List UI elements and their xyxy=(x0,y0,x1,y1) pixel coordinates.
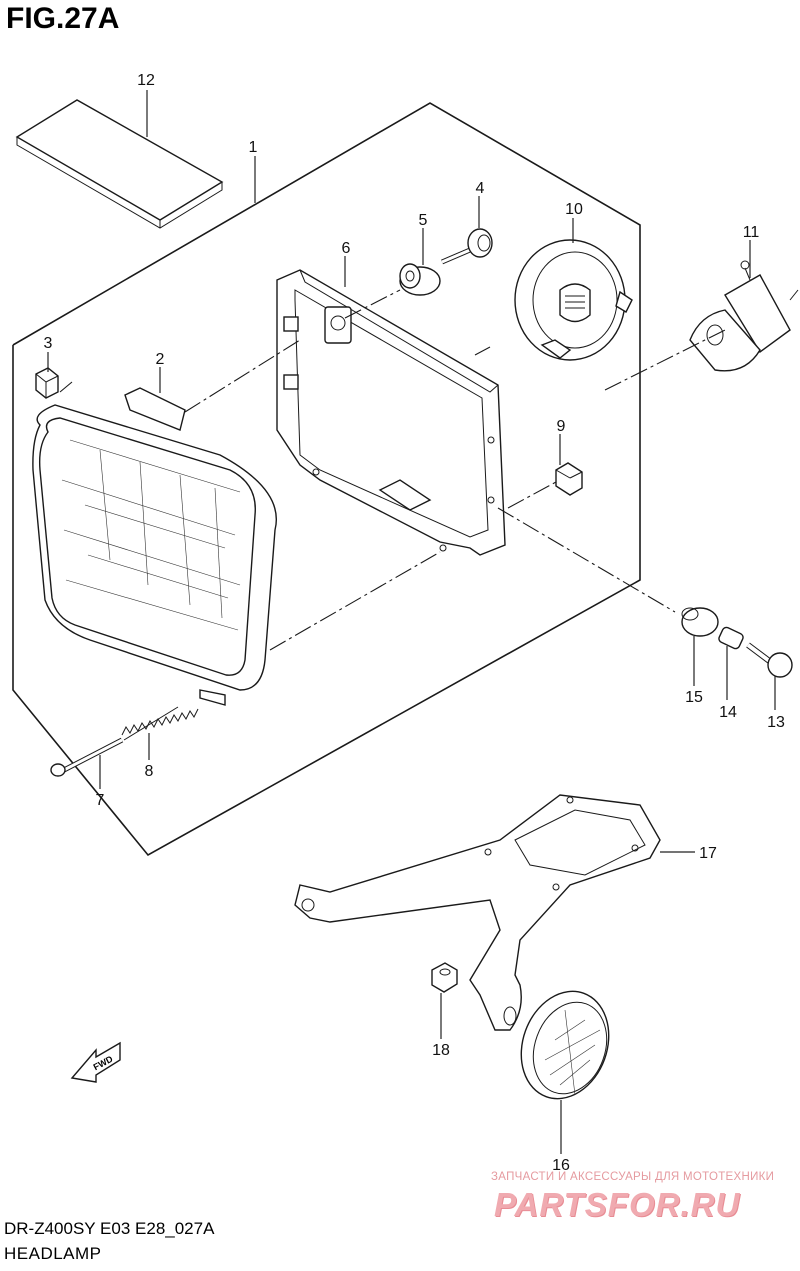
callout-5: 5 xyxy=(419,212,428,229)
part-8-spring xyxy=(121,706,199,741)
callout-9: 9 xyxy=(557,418,566,435)
assembly-centerlines xyxy=(59,289,726,651)
callout-13: 13 xyxy=(767,714,785,731)
watermark-logo: PARTSFOR.RU xyxy=(494,1186,741,1223)
part-14-collar xyxy=(718,626,744,650)
callout-1: 1 xyxy=(249,139,258,156)
model-code: DR-Z400SY E03 E28_027A xyxy=(4,1219,215,1238)
leader-lines xyxy=(47,90,776,1154)
part-4-screw xyxy=(441,228,493,265)
part-16-reflector xyxy=(520,990,610,1100)
callout-17: 17 xyxy=(699,845,717,862)
part-3-clip-nut xyxy=(35,367,59,399)
assembly-box-outline xyxy=(12,102,641,857)
callout-3: 3 xyxy=(44,335,53,352)
part-7-adjusting-screw xyxy=(50,737,124,777)
part-12-label-plate xyxy=(15,99,224,229)
callout-6: 6 xyxy=(342,240,351,257)
callout-7: 7 xyxy=(96,792,105,809)
part-18-nut xyxy=(431,962,458,993)
figure-caption: HEADLAMP xyxy=(4,1244,102,1263)
part-17-bracket xyxy=(294,794,661,1031)
figure-title: FIG.27A xyxy=(6,2,120,35)
callout-18: 18 xyxy=(432,1042,450,1059)
part-11-bulb xyxy=(689,260,799,372)
callout-8: 8 xyxy=(145,763,154,780)
callout-15: 15 xyxy=(685,689,703,706)
watermark-tagline: ЗАПЧАСТИ И АКСЕССУАРЫ ДЛЯ МОТОТЕХНИКИ xyxy=(491,1171,775,1183)
callout-14: 14 xyxy=(719,704,737,721)
callout-10: 10 xyxy=(565,201,583,218)
fwd-arrow-icon: FWD xyxy=(70,1041,121,1083)
callout-labels: 12 1 4 5 10 6 11 3 2 9 15 14 13 8 7 17 1… xyxy=(44,72,785,1174)
callout-4: 4 xyxy=(476,180,485,197)
part-6-headlamp-rim xyxy=(276,269,506,556)
callout-16: 16 xyxy=(552,1157,570,1174)
callout-2: 2 xyxy=(156,351,165,368)
part-10-socket-cover xyxy=(514,239,633,361)
part-2-headlamp-unit xyxy=(32,387,277,706)
part-13-bolt xyxy=(746,642,793,678)
lens-pattern xyxy=(61,439,241,631)
part-15-grommet xyxy=(681,607,719,637)
callout-12: 12 xyxy=(137,72,155,89)
part-9-clip xyxy=(555,462,583,496)
callout-11: 11 xyxy=(743,224,760,241)
part-5-grommet xyxy=(399,263,441,296)
